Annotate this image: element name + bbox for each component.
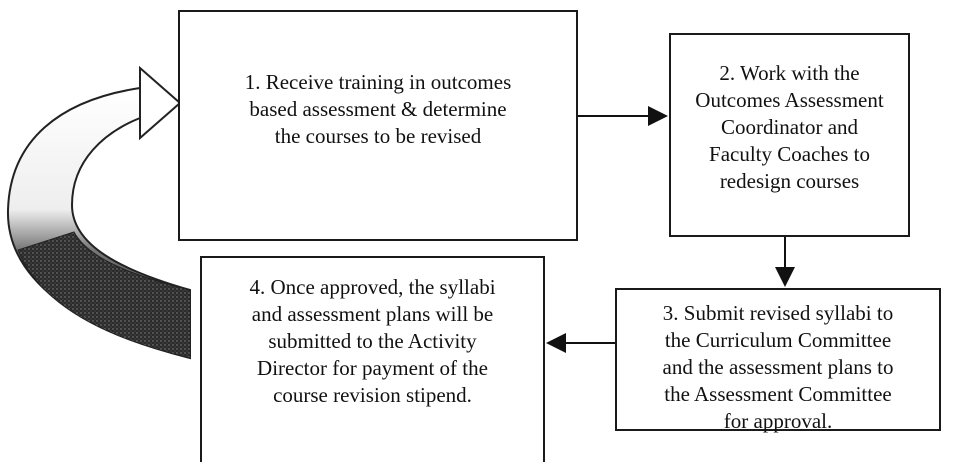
step-1-line: the courses to be revised (274, 124, 482, 148)
step-4-line: Director for payment of the (257, 356, 488, 380)
step-2-line: 2. Work with the (719, 61, 860, 85)
step-3-line: 3. Submit revised syllabi to (662, 301, 894, 325)
return-curve-shadow (17, 231, 191, 359)
step-3-line: and the assessment plans to (662, 355, 894, 379)
return-arrow-head (139, 65, 182, 141)
step-3-line: the Assessment Committee (664, 382, 892, 406)
step-1-line: based assessment & determine (249, 97, 507, 121)
step-4-line: submitted to the Activity (268, 329, 477, 353)
step-3-line: for approval. (723, 409, 833, 433)
step-4-line: and assessment plans will be (251, 302, 494, 326)
step-1-line: 1. Receive training in outcomes (244, 70, 512, 94)
step-1-box: 1. Receive training in outcomes based as… (178, 10, 578, 241)
step-3-line: the Curriculum Committee (664, 328, 892, 352)
step-2-line: Outcomes Assessment (695, 88, 884, 112)
step-4-line: 4. Once approved, the syllabi (249, 275, 496, 299)
step-2-line: redesign courses (719, 169, 860, 193)
step-3-box: 3. Submit revised syllabi to the Curricu… (615, 288, 941, 433)
step-4-line: course revision stipend. (273, 383, 472, 407)
step-2-line: Coordinator and (720, 115, 859, 139)
step-4-box: 4. Once approved, the syllabi and assess… (200, 256, 545, 462)
step-2-line: Faculty Coaches to (709, 142, 870, 166)
step-2-box: 2. Work with the Outcomes Assessment Coo… (669, 33, 910, 237)
